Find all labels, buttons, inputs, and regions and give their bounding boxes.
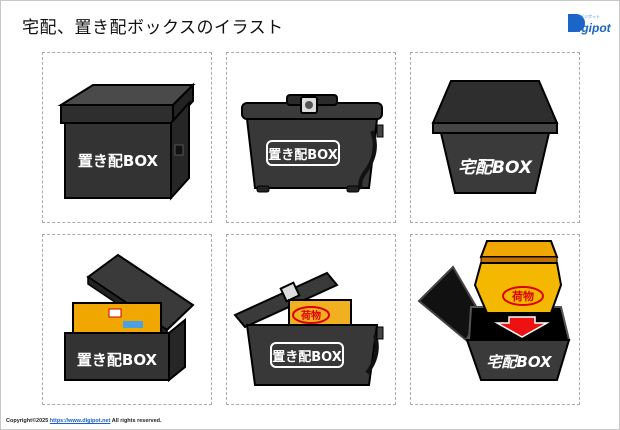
website-link[interactable]: https://www.digipot.net xyxy=(49,418,111,424)
illustration-latch-box: 置き配BOX xyxy=(226,52,396,223)
illustration-parcel-dropping: 荷物 宅配BOX xyxy=(410,234,580,405)
box-label: 宅配BOX xyxy=(458,158,533,178)
down-arrow-icon xyxy=(494,316,550,338)
parcel-label: 荷物 xyxy=(511,289,534,303)
illustration-closed-box: 置き配BOX xyxy=(42,52,212,223)
illustration-delivery-box: 宅配BOX xyxy=(410,52,580,223)
copyright-text: Copyright©2025 xyxy=(6,418,50,424)
parcel-label: 荷物 xyxy=(300,309,321,322)
digipot-logo[interactable]: igipot デジポット xyxy=(566,8,616,38)
box-label: 置き配BOX xyxy=(272,350,342,365)
box-label: 置き配BOX xyxy=(268,148,338,163)
rights-text: All rights reserved. xyxy=(110,418,162,424)
copyright-footer: Copyright©2025 https://www.digipot.net A… xyxy=(6,418,162,424)
illustration-open-latch-box: 荷物 置き配BOX xyxy=(226,234,396,405)
illustration-open-box-with-parcel: 置き配BOX xyxy=(42,234,212,405)
page-title: 宅配、置き配ボックスのイラスト xyxy=(22,18,284,38)
svg-text:デジポット: デジポット xyxy=(580,13,600,19)
box-label: 宅配BOX xyxy=(486,353,553,371)
svg-text:igipot: igipot xyxy=(578,21,612,35)
box-label: 置き配BOX xyxy=(77,351,158,369)
box-label: 置き配BOX xyxy=(78,152,159,170)
